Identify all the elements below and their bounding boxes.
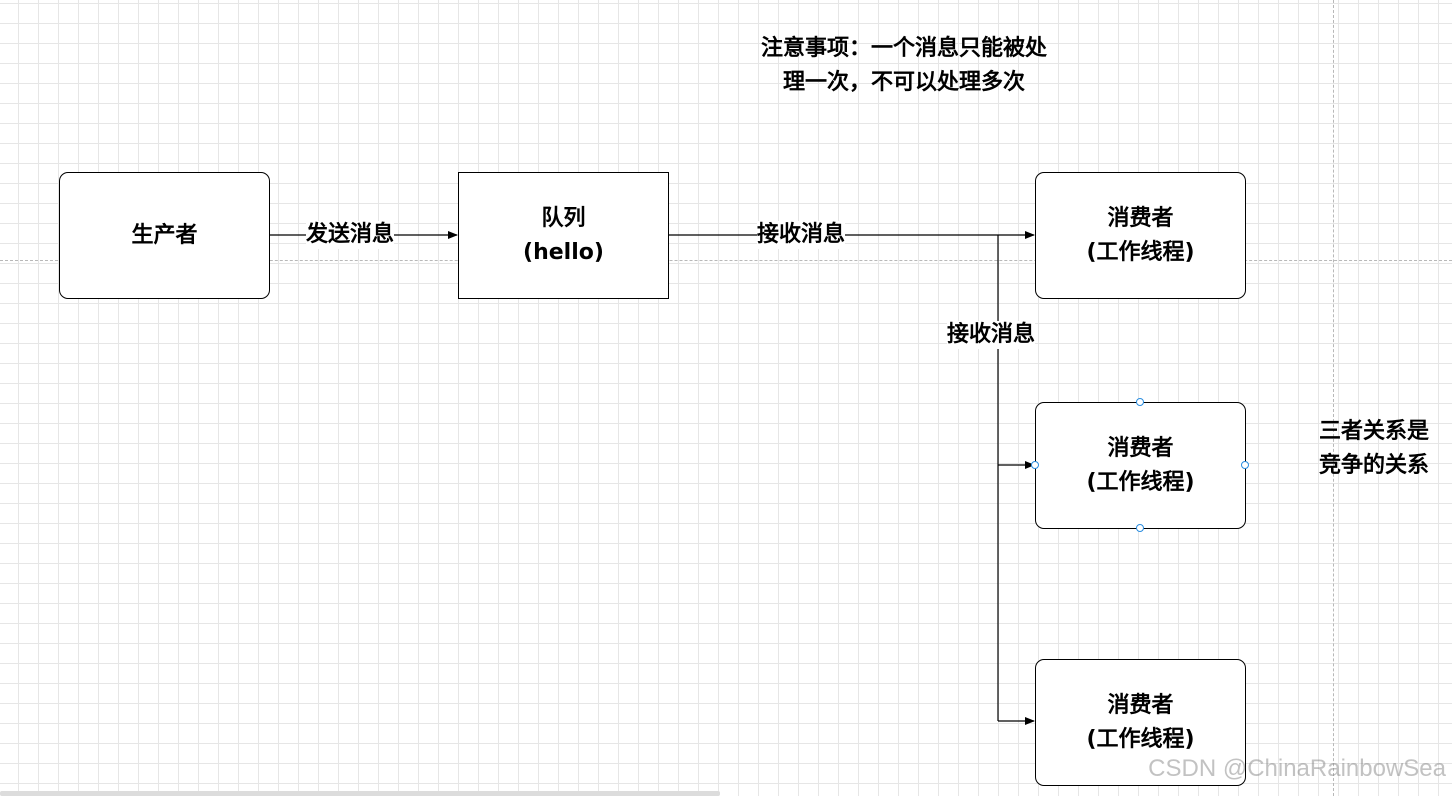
consumer-2-label-line-2: (工作线程) [1086,469,1195,495]
side-note-line-1: 三者关系是 [1319,419,1430,444]
consumer-2-label-line-1: 消费者 [1107,435,1174,461]
note-text: 注意事项：一个消息只能被处 理一次，不可以处理多次 [732,32,1076,100]
selection-handle-right[interactable] [1241,461,1249,469]
vertical-guide-line [1333,0,1334,796]
consumer-1-label-line-1: 消费者 [1107,205,1174,231]
note-line-2: 理一次，不可以处理多次 [782,70,1025,95]
edge-label-receive-branch: 接收消息 [947,321,1036,349]
consumer-3-label-line-1: 消费者 [1107,692,1174,718]
note-line-1: 注意事项：一个消息只能被处 [760,36,1047,61]
horizontal-scrollbar[interactable] [0,791,720,796]
edge-label-receive-main: 接收消息 [757,221,846,249]
queue-label-line-2: (hello) [523,239,604,265]
consumer-node-2[interactable]: 消费者 (工作线程) [1035,402,1246,529]
selection-handle-top[interactable] [1136,398,1144,406]
consumer-node-3[interactable]: 消费者 (工作线程) [1035,659,1246,786]
selection-handle-bottom[interactable] [1136,524,1144,532]
horizontal-guide-line [0,260,1452,261]
queue-label-line-1: 队列 [541,205,586,231]
selection-handle-left[interactable] [1031,461,1039,469]
side-note-line-2: 竞争的关系 [1319,453,1430,478]
edge-label-send: 发送消息 [306,221,395,249]
queue-node[interactable]: 队列 (hello) [458,172,669,299]
watermark: CSDN @ChinaRainbowSea [1148,755,1446,782]
producer-node[interactable]: 生产者 [59,172,270,299]
side-note-text: 三者关系是 竞争的关系 [1319,415,1452,483]
consumer-node-1[interactable]: 消费者 (工作线程) [1035,172,1246,299]
consumer-3-label-line-2: (工作线程) [1086,726,1195,752]
producer-label: 生产者 [131,222,198,248]
consumer-1-label-line-2: (工作线程) [1086,239,1195,265]
